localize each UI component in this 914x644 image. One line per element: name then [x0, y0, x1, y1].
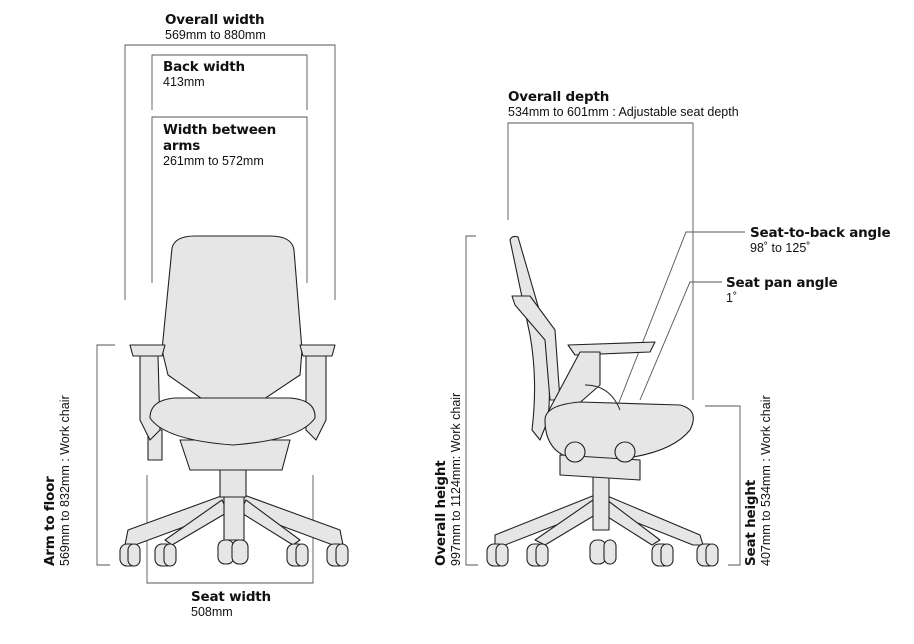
- width-between-arms-label: Width between arms 261mm to 572mm: [163, 122, 293, 169]
- overall-depth-title: Overall depth: [508, 89, 610, 105]
- seat-height-value: 407mm to 534mm : Work chair: [759, 395, 773, 566]
- overall-height-title: Overall height: [433, 460, 449, 566]
- overall-width-value: 569mm to 880mm: [165, 28, 266, 42]
- front-chair-illustration: [119, 235, 349, 567]
- front-backrest: [161, 235, 303, 416]
- left-arm-support: [139, 354, 161, 441]
- arm-to-floor-title: Arm to floor: [42, 476, 58, 566]
- seat-pan-angle-label: Seat pan angle 1˚: [726, 275, 838, 306]
- front-casters: [119, 539, 349, 567]
- side-casters: [486, 539, 719, 567]
- seat-width-label: Seat width 508mm: [191, 589, 271, 620]
- seat-height-title: Seat height: [743, 479, 759, 566]
- overall-depth-label: Overall depth 534mm to 601mm : Adjustabl…: [508, 89, 739, 120]
- seat-width-title: Seat width: [191, 589, 271, 605]
- seat-height-label: Seat height 407mm to 534mm : Work chair: [743, 395, 774, 566]
- seat-to-back-angle-value: 98˚ to 125˚: [750, 241, 811, 255]
- back-width-value: 413mm: [163, 75, 205, 89]
- back-width-title: Back width: [163, 59, 245, 75]
- seat-to-back-angle-title: Seat-to-back angle: [750, 225, 891, 241]
- left-armrest: [129, 344, 166, 357]
- overall-height-value: 997mm to 1124mm: Work chair: [449, 392, 463, 566]
- seat-width-value: 508mm: [191, 605, 233, 619]
- front-seat: [149, 397, 316, 446]
- overall-height-label: Overall height 997mm to 1124mm: Work cha…: [433, 393, 464, 566]
- arm-to-floor-value: 569mm to 832mm : Work chair: [58, 395, 72, 566]
- angle-arrow: [584, 384, 621, 411]
- arm-to-floor-label: Arm to floor 569mm to 832mm : Work chair: [42, 395, 73, 566]
- width-between-arms-title: Width between arms: [163, 122, 277, 154]
- overall-width-label: Overall width 569mm to 880mm: [165, 12, 266, 43]
- width-between-arms-value: 261mm to 572mm: [163, 154, 264, 168]
- overall-depth-value: 534mm to 601mm : Adjustable seat depth: [508, 105, 739, 119]
- back-width-label: Back width 413mm: [163, 59, 245, 90]
- dimension-lines-side: [465, 122, 745, 566]
- overall-width-title: Overall width: [165, 12, 265, 28]
- seat-pan-angle-value: 1˚: [726, 291, 738, 305]
- side-chair-illustration: [486, 235, 719, 567]
- right-armrest: [299, 344, 336, 357]
- side-base: [494, 469, 704, 546]
- right-arm-support: [305, 354, 327, 441]
- seat-pan-angle-title: Seat pan angle: [726, 275, 838, 291]
- seat-to-back-angle-label: Seat-to-back angle 98˚ to 125˚: [750, 225, 891, 256]
- front-base: [124, 489, 344, 546]
